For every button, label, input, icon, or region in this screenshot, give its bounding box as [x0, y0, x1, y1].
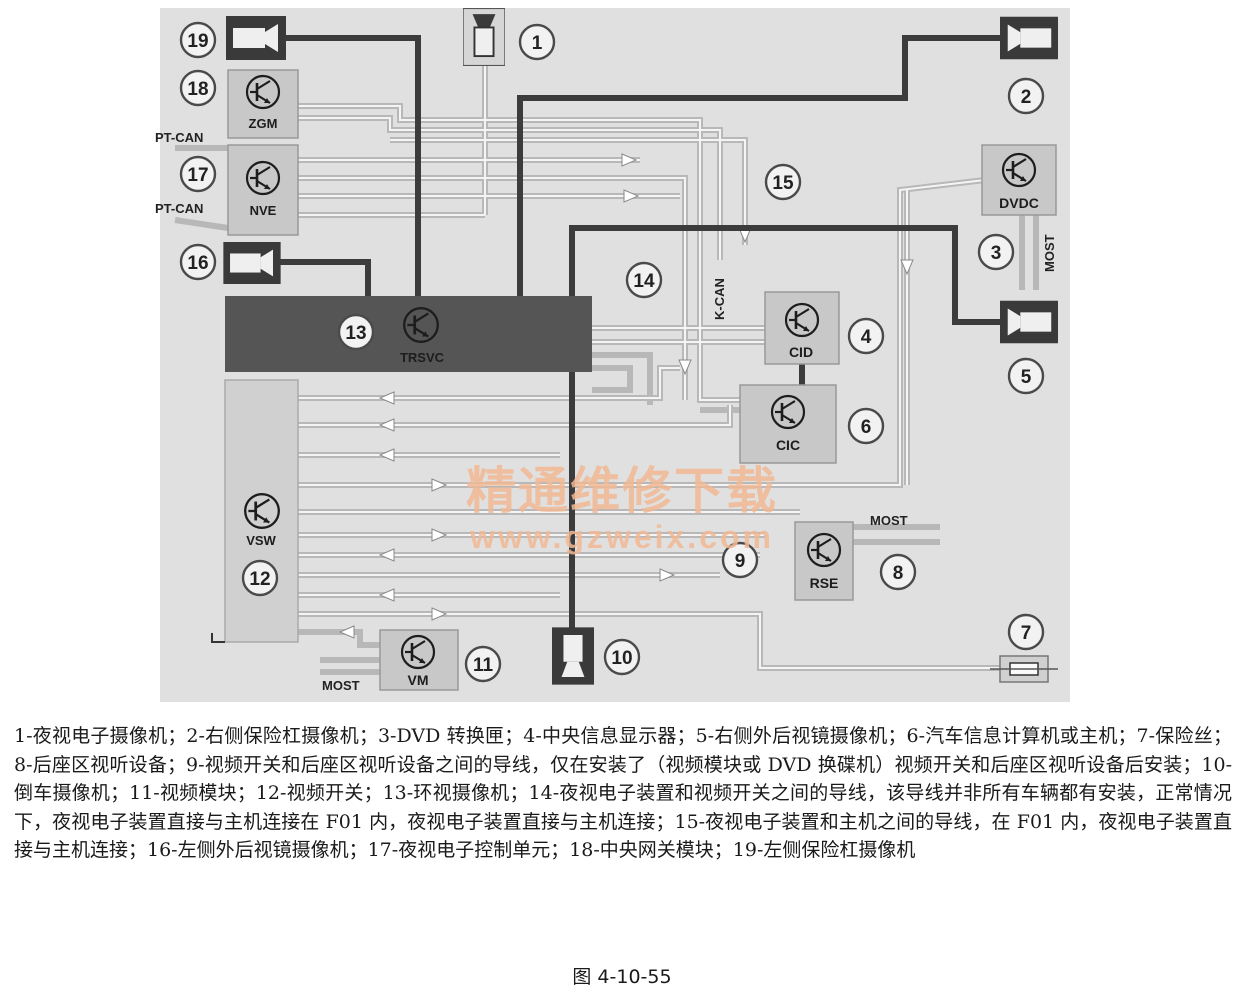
- rse-label: RSE: [810, 575, 839, 591]
- pt-can-label-1: PT-CAN: [155, 130, 203, 145]
- svg-text:7: 7: [1021, 623, 1032, 644]
- reverse-camera-icon: [552, 627, 594, 685]
- vsw-block: [224, 379, 299, 643]
- wiring-diagram: ZGM NVE TRSVC VSW CID CIC DVDC RSE VM PT…: [155, 8, 1070, 702]
- svg-text:12: 12: [249, 569, 270, 590]
- svg-text:10: 10: [611, 648, 632, 669]
- cic-label: CIC: [776, 437, 800, 453]
- svg-text:13: 13: [345, 323, 366, 344]
- figure-title: 图 4-10-55: [572, 966, 672, 988]
- trsvc-label: TRSVC: [400, 350, 445, 365]
- flow-arrows: [338, 153, 914, 639]
- svg-text:15: 15: [772, 173, 794, 194]
- trsvc-block: [225, 296, 592, 372]
- svg-text:11: 11: [473, 655, 494, 676]
- svg-text:1: 1: [532, 33, 543, 54]
- cid-label: CID: [789, 344, 813, 360]
- watermark-url: www.gzweix.com: [469, 519, 774, 555]
- right-bumper-camera-icon: [1000, 16, 1058, 60]
- nve-label: NVE: [250, 203, 277, 218]
- pt-can-label-2: PT-CAN: [155, 201, 203, 216]
- svg-text:5: 5: [1021, 367, 1032, 388]
- svg-text:19: 19: [187, 31, 208, 52]
- zgm-label: ZGM: [249, 116, 278, 131]
- svg-text:4: 4: [861, 327, 872, 348]
- vsw-label: VSW: [246, 533, 276, 548]
- dark-lines: [280, 35, 1000, 628]
- svg-text:3: 3: [991, 243, 1002, 264]
- dvdc-label: DVDC: [999, 195, 1039, 211]
- svg-text:18: 18: [187, 79, 208, 100]
- zgm-block: [227, 69, 299, 139]
- svg-text:9: 9: [735, 551, 746, 572]
- most-label-vm: MOST: [322, 678, 360, 693]
- cic-block: [739, 384, 837, 464]
- k-can-label: K-CAN: [712, 278, 727, 320]
- dvdc-block: [981, 144, 1057, 216]
- watermark-text: 精通维修下载: [466, 462, 778, 520]
- svg-text:14: 14: [633, 271, 655, 292]
- nve-block: [227, 144, 299, 236]
- right-mirror-camera-icon: [1000, 300, 1058, 344]
- most-label-dvdc: MOST: [1042, 234, 1057, 272]
- svg-text:6: 6: [861, 417, 872, 438]
- left-mirror-camera-icon: [223, 242, 281, 284]
- figure-caption: 1-夜视电子摄像机；2-右侧保险杠摄像机；3-DVD 转换匣；4-中央信息显示器…: [14, 725, 1232, 861]
- svg-text:2: 2: [1021, 87, 1032, 108]
- night-vision-camera-icon: [463, 8, 505, 66]
- svg-text:8: 8: [893, 563, 904, 584]
- vm-label: VM: [408, 672, 429, 688]
- svg-text:17: 17: [187, 165, 208, 186]
- ground-icon: [211, 633, 225, 643]
- left-bumper-camera-icon: [226, 16, 286, 60]
- most-label-rse: MOST: [870, 513, 908, 528]
- callouts: 19 1 18 2 17 15 3 16 14 13 4 5 6 9 8 12 …: [179, 21, 1045, 683]
- svg-text:16: 16: [187, 253, 208, 274]
